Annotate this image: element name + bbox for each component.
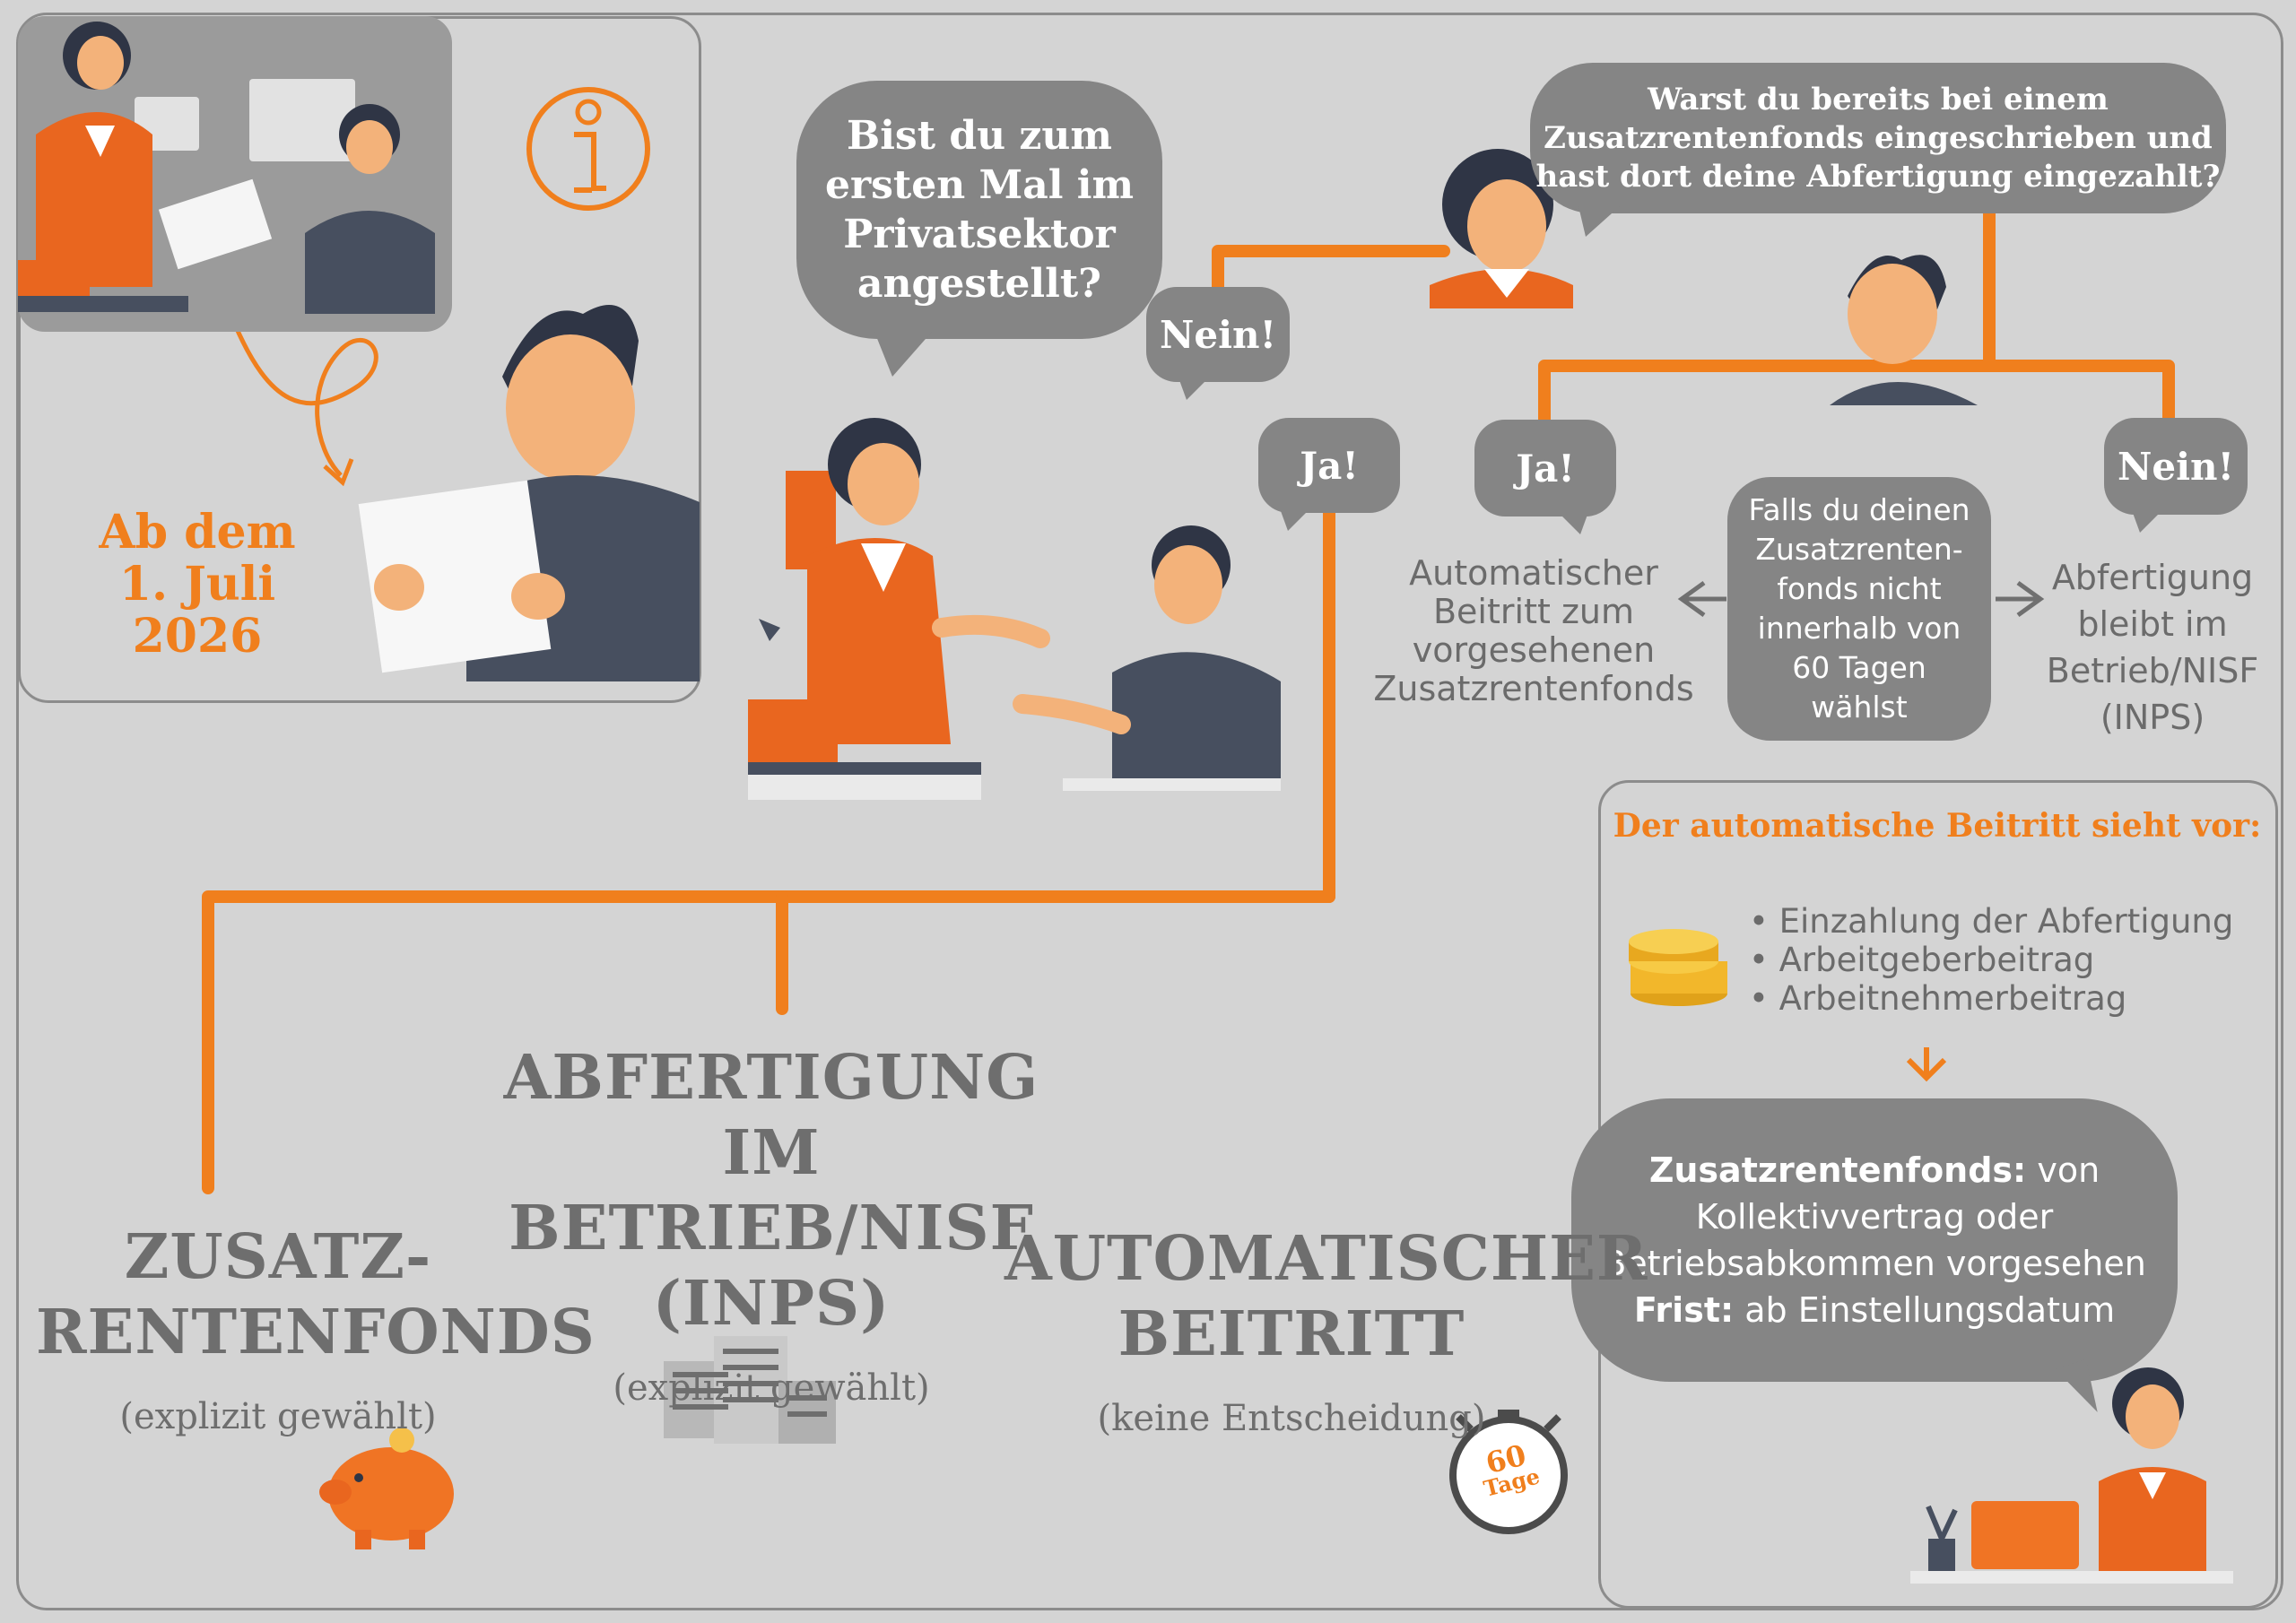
deadline-line4: innerhalb von	[1757, 611, 1961, 646]
q1-bubble-tail	[874, 332, 932, 377]
down-arrow-icon	[1906, 1047, 1947, 1082]
option-company-sub: (explizit gewählt)	[613, 1367, 930, 1409]
q1-line1: Bist du zum	[847, 113, 1112, 159]
deadline-line1: Falls du deinen	[1748, 492, 1970, 527]
deadline-line6: wählst	[1811, 690, 1908, 725]
list-item: • Arbeitgeberbeitrag	[1749, 941, 2095, 979]
option-auto-line1: AUTOMATISCHER	[1004, 1223, 1648, 1295]
deadline-line2: Zusatzrenten-	[1755, 532, 1963, 567]
piggy-bank-icon	[319, 1428, 454, 1549]
deadline-text: ab Einstellungsdatum	[1734, 1290, 2116, 1330]
office-building-icon	[664, 1336, 836, 1444]
yes-result-line1: Automatischer	[1409, 553, 1658, 593]
option-company-inps: ABFERTIGUNG IM BETRIEB/NISF (INPS) (expl…	[484, 1040, 1058, 1417]
answer-q1-no-tail	[1179, 380, 1206, 400]
fund-line2: Kollektivvertrag oder	[1695, 1197, 2054, 1237]
man-reading-illustration	[358, 305, 700, 681]
q1-line4: angestellt?	[857, 261, 1101, 307]
q2-line3: hast dort deine Abfertigung eingezahlt?	[1535, 158, 2221, 195]
q2-line1: Warst du bereits bei einem	[1648, 81, 2109, 117]
yes-result-line2: Beitritt zum	[1432, 592, 1634, 631]
fund-info-bubble: Zusatzrentenfonds: von Kollektivvertrag …	[1571, 1098, 2178, 1382]
young-man-illustration	[1830, 255, 1978, 405]
q1-line3: Privatsektor	[843, 212, 1116, 257]
flow-connectors	[202, 202, 2175, 1194]
answer-q2-no-label: Nein!	[2117, 444, 2235, 489]
arrow-right	[1996, 580, 2045, 618]
option-pension-fund: ZUSATZ- RENTENFONDS (explizit gewählt)	[36, 1219, 595, 1445]
option-company-line1: ABFERTIGUNG IM	[503, 1042, 1039, 1189]
answer-q2-yes: Ja!	[1474, 420, 1616, 516]
option-fund-sub: (explizit gewählt)	[119, 1396, 437, 1437]
fund-line3: Betriebsabkommen vorgesehen	[1603, 1244, 2146, 1283]
fund-text: von	[2026, 1150, 2100, 1190]
auto-box-title: Der automatische Beitritt sieht vor:	[1613, 807, 2262, 845]
no-result-line4: (INPS)	[2100, 698, 2205, 737]
option-fund-line1: ZUSATZ-	[124, 1221, 432, 1293]
answer-q2-yes-label: Ja!	[1516, 446, 1575, 490]
q1-line2: ersten Mal im	[824, 162, 1135, 208]
no-result-line2: bleibt im	[2077, 604, 2228, 644]
info-icon	[526, 87, 650, 211]
fund-label: Zusatzrentenfonds:	[1648, 1150, 2027, 1190]
option-company-line3: (INPS)	[652, 1268, 891, 1340]
option-fund-line2: RENTENFONDS	[36, 1297, 596, 1368]
answer-q1-no: Nein!	[1146, 287, 1290, 382]
auto-box-list: • Einzahlung der Abfertigung • Arbeitgeb…	[1749, 902, 2233, 1018]
connector-q1-no	[1212, 245, 1450, 304]
answer-q2-no-tail	[2133, 513, 2160, 533]
coins-icon	[1629, 929, 1727, 1006]
deadline-label: Frist:	[1633, 1290, 1735, 1330]
answer-q1-no-label: Nein!	[1159, 312, 1277, 357]
connector-options-bar	[202, 890, 1335, 1194]
deadline-condition: Falls du deinen Zusatzrenten- fonds nich…	[1727, 477, 1991, 741]
start-date-line2: 1. Juli 2026	[118, 557, 276, 664]
answer-q1-yes-tail	[1281, 511, 1308, 531]
arrow-left	[1677, 580, 1726, 618]
answer-q2-no: Nein!	[2104, 418, 2248, 515]
answer-q2-yes-tail	[1561, 515, 1587, 534]
answer-q1-yes: Ja!	[1258, 418, 1400, 513]
deadline-line5: 60 Tagen	[1792, 650, 1926, 685]
list-item: • Einzahlung der Abfertigung	[1749, 902, 2234, 941]
deadline-line3: fonds nicht	[1777, 571, 1942, 606]
connector-q2-branches	[1538, 360, 2175, 430]
result-automatic-enrollment: Automatischer Beitritt zum vorgesehenen …	[1363, 554, 1704, 708]
curly-arrow-icon	[232, 324, 378, 477]
start-date-line1: Ab dem	[99, 505, 296, 560]
result-arrows	[1677, 580, 2045, 618]
no-result-line1: Abfertigung	[2051, 558, 2254, 597]
question-first-employment: Bist du zum ersten Mal im Privatsektor a…	[796, 81, 1162, 339]
consultation-illustration	[748, 418, 1281, 800]
no-result-line3: Betrieb/NISF	[2046, 651, 2259, 690]
list-item: • Arbeitnehmerbeitrag	[1749, 979, 2127, 1018]
stopwatch-icon	[1449, 1410, 1568, 1534]
option-company-line2: BETRIEB/NISF	[509, 1193, 1034, 1264]
q2-line2: Zusatzrentenfonds eingeschrieben und	[1544, 119, 2213, 156]
yes-result-line3: vorgesehenen	[1412, 630, 1656, 670]
start-date: Ab dem 1. Juli 2026	[54, 507, 341, 663]
answer-q1-yes-label: Ja!	[1300, 443, 1359, 488]
yes-result-line4: Zusatzrentenfonds	[1373, 669, 1694, 708]
option-auto-sub: (keine Entscheidung)	[1097, 1398, 1486, 1439]
option-auto-line2: BEITRITT	[1118, 1298, 1465, 1370]
desk-handover-illustration	[18, 16, 452, 332]
result-company-inps: Abfertigung bleibt im Betrieb/NISF (INPS…	[2045, 554, 2260, 741]
q2-bubble-tail	[1578, 206, 1620, 237]
woman-asking-illustration	[1430, 149, 1573, 308]
outer-frame	[16, 13, 2283, 1610]
option-automatic-enrollment: AUTOMATISCHER BEITRITT (keine Entscheidu…	[1004, 1221, 1647, 1447]
woman-laptop-illustration	[1910, 1367, 2233, 1584]
question-existing-fund: Warst du bereits bei einem Zusatzrentenf…	[1530, 63, 2226, 213]
